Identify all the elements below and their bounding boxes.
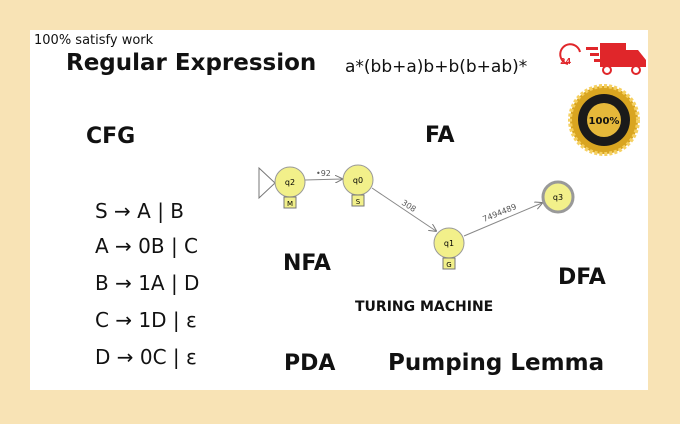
transition-edge xyxy=(371,187,436,231)
regex: a*(bb+a)b+b(b+ab)* xyxy=(345,57,528,77)
title: Regular Expression xyxy=(66,50,317,76)
transition-label: 308 xyxy=(400,198,418,214)
svg-text:100%: 100% xyxy=(589,116,620,127)
svg-text:24: 24 xyxy=(560,57,572,66)
svg-text:q2: q2 xyxy=(285,178,295,187)
grammar-rule: S → A | B xyxy=(95,199,185,223)
tagline: 100% satisfy work xyxy=(34,33,154,48)
state-q2: q2M xyxy=(274,166,306,209)
grammar-rule: D → 0C | ε xyxy=(95,345,197,369)
content-panel xyxy=(30,30,648,390)
transition-label: •92 xyxy=(316,169,331,178)
delivery-truck-icon: 24 xyxy=(559,43,646,75)
pda-label: PDA xyxy=(284,351,336,376)
satisfaction-seal-icon: 100% xyxy=(568,84,640,156)
nfa-label: NFA xyxy=(283,251,331,276)
svg-text:q3: q3 xyxy=(553,193,563,202)
grammar-rule: C → 1D | ε xyxy=(95,308,197,332)
fa-label: FA xyxy=(425,123,455,148)
pumping-label: Pumping Lemma xyxy=(388,350,605,376)
svg-text:q0: q0 xyxy=(353,176,363,185)
svg-text:M: M xyxy=(287,200,293,208)
svg-text:S: S xyxy=(356,198,361,206)
state-q3-final: q3 xyxy=(541,180,575,214)
turing-label: TURING MACHINE xyxy=(355,299,494,315)
svg-text:G: G xyxy=(446,261,451,269)
dfa-label: DFA xyxy=(558,265,606,290)
transition-edge xyxy=(304,179,342,180)
state-q0: q0S xyxy=(342,164,374,207)
grammar-rule: A → 0B | C xyxy=(95,234,199,258)
start-arrow-icon xyxy=(258,166,276,200)
state-q1: q1G xyxy=(433,227,465,270)
grammar-rule: B → 1A | D xyxy=(95,271,200,295)
svg-text:q1: q1 xyxy=(444,239,454,248)
cfg-label: CFG xyxy=(86,124,136,149)
transition-edge xyxy=(463,203,542,237)
